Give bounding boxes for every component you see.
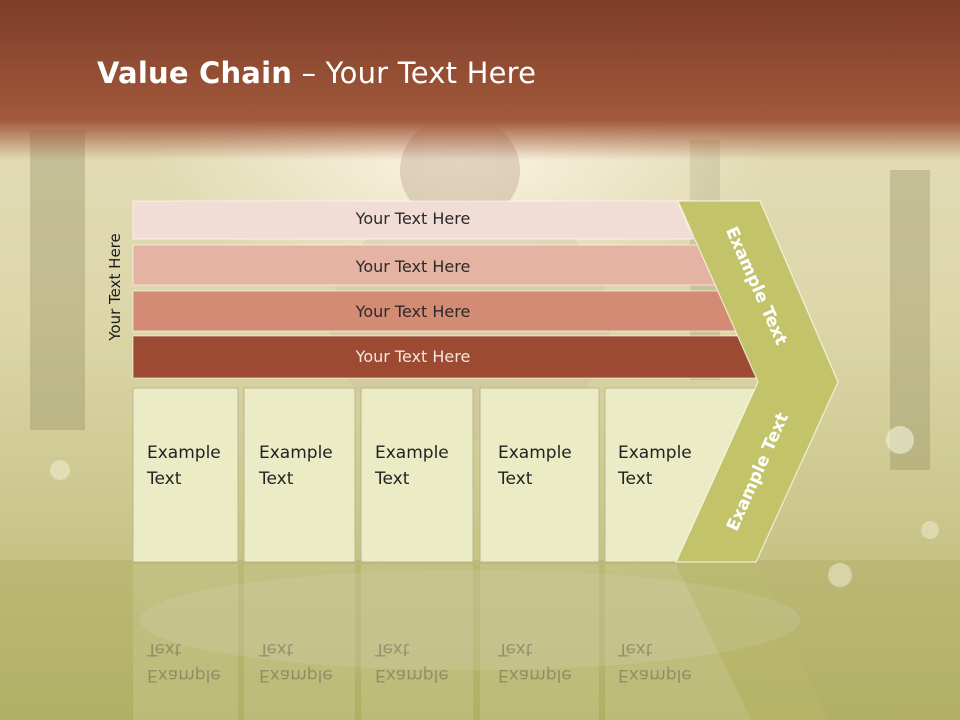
bar-1-label: Your Text Here: [355, 209, 471, 228]
column-4-reflection: Example Text: [498, 639, 572, 685]
column-5-label: Example Text: [618, 443, 692, 489]
column-5-reflection: Example Text: [618, 639, 692, 685]
column-3-reflection: Example Text: [375, 639, 449, 685]
bar-4-label: Your Text Here: [355, 347, 471, 366]
page-title: Value Chain – Your Text Here: [97, 56, 536, 90]
column-1-label: Example Text: [147, 443, 221, 489]
column-3: [360, 387, 474, 563]
chevron-arrow: [675, 200, 839, 563]
column-1-reflection: Example Text: [147, 639, 221, 685]
column-3-label: Example Text: [375, 443, 449, 489]
bar-3-label: Your Text Here: [355, 302, 471, 321]
column-1: [132, 387, 239, 563]
column-2: [243, 387, 356, 563]
column-2-label: Example Text: [259, 443, 333, 489]
bar-2-label: Your Text Here: [355, 257, 471, 276]
page-title-bold: Value Chain: [97, 56, 293, 90]
column-4-label: Example Text: [498, 443, 572, 489]
page-title-rest: – Your Text Here: [292, 56, 537, 90]
column-4: [479, 387, 600, 563]
column-2-reflection: Example Text: [259, 639, 333, 685]
bar-1: [132, 200, 694, 240]
